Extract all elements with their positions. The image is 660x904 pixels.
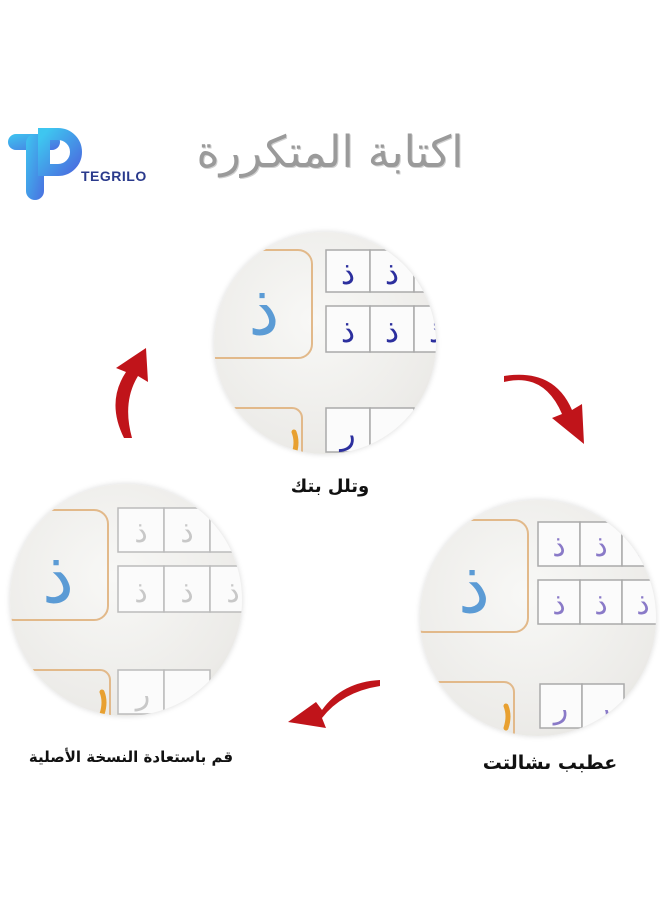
step-1-caption: وتلل بتك (290, 476, 370, 497)
tegrilo-logo-icon (8, 128, 82, 200)
grid-letter: ذ (594, 587, 607, 622)
step-1-worksheet: ذ ذ ذ ذ ذ ذ ر ر (214, 249, 436, 454)
curved-arrow-icon (115, 348, 148, 438)
grid-letter: ذ (226, 575, 239, 610)
grid-letter: ذ (341, 254, 355, 292)
step-3-caption: قم باستعادة النسخة الأصلية (28, 748, 234, 766)
step-3-circle: ذ ذ ذ ذ ذ ذ ر ر (10, 484, 242, 716)
brand-logo: TEGRILO (6, 128, 146, 212)
grid-letter: ذ (636, 529, 649, 564)
grid-letter: ذ (636, 587, 649, 622)
grid-letter: ذ (552, 529, 565, 564)
step-3-worksheet: ذ ذ ذ ذ ذ ذ ر ر (10, 507, 242, 716)
step-2-caption: عطبب ىشالتت (482, 752, 618, 774)
grid-letter: ذ (594, 529, 607, 564)
grid-letter: ذ (180, 575, 193, 610)
grid-letter: ذ (180, 515, 193, 550)
grid-letter: ذ (552, 587, 565, 622)
curved-arrow-icon (504, 374, 584, 444)
grid-letter: ر (594, 691, 611, 726)
grid-letter: ر (552, 691, 569, 726)
grid-letter: ر (134, 677, 151, 712)
step-2-worksheet: ذ ذ ذ ذ ذ ذ ذ ر ر (420, 519, 656, 736)
grid-letter: ذ (134, 575, 147, 610)
grid-letter: ر (338, 414, 355, 452)
grid-letter: ذ (385, 312, 399, 350)
grid-letter: ذ (134, 515, 147, 550)
brand-name: TEGRILO (81, 168, 147, 184)
step-2-circle: ذ ذ ذ ذ ذ ذ ذ ر ر (420, 500, 656, 736)
curved-arrow-icon (288, 680, 380, 728)
step-1-circle: ذ ذ ذ ذ ذ ذ ر ر (214, 232, 436, 454)
big-letter: ذ (42, 535, 74, 619)
page-title: اكتابة المتكررة (196, 127, 464, 178)
grid-letter: ر (180, 677, 197, 712)
grid-letter: ر (382, 414, 399, 452)
grid-letter: ذ (385, 254, 399, 292)
big-letter: ذ (458, 545, 490, 629)
grid-letter: ذ (341, 312, 355, 350)
grid-letter: ذ (429, 312, 436, 350)
big-letter: ذ (248, 269, 279, 351)
